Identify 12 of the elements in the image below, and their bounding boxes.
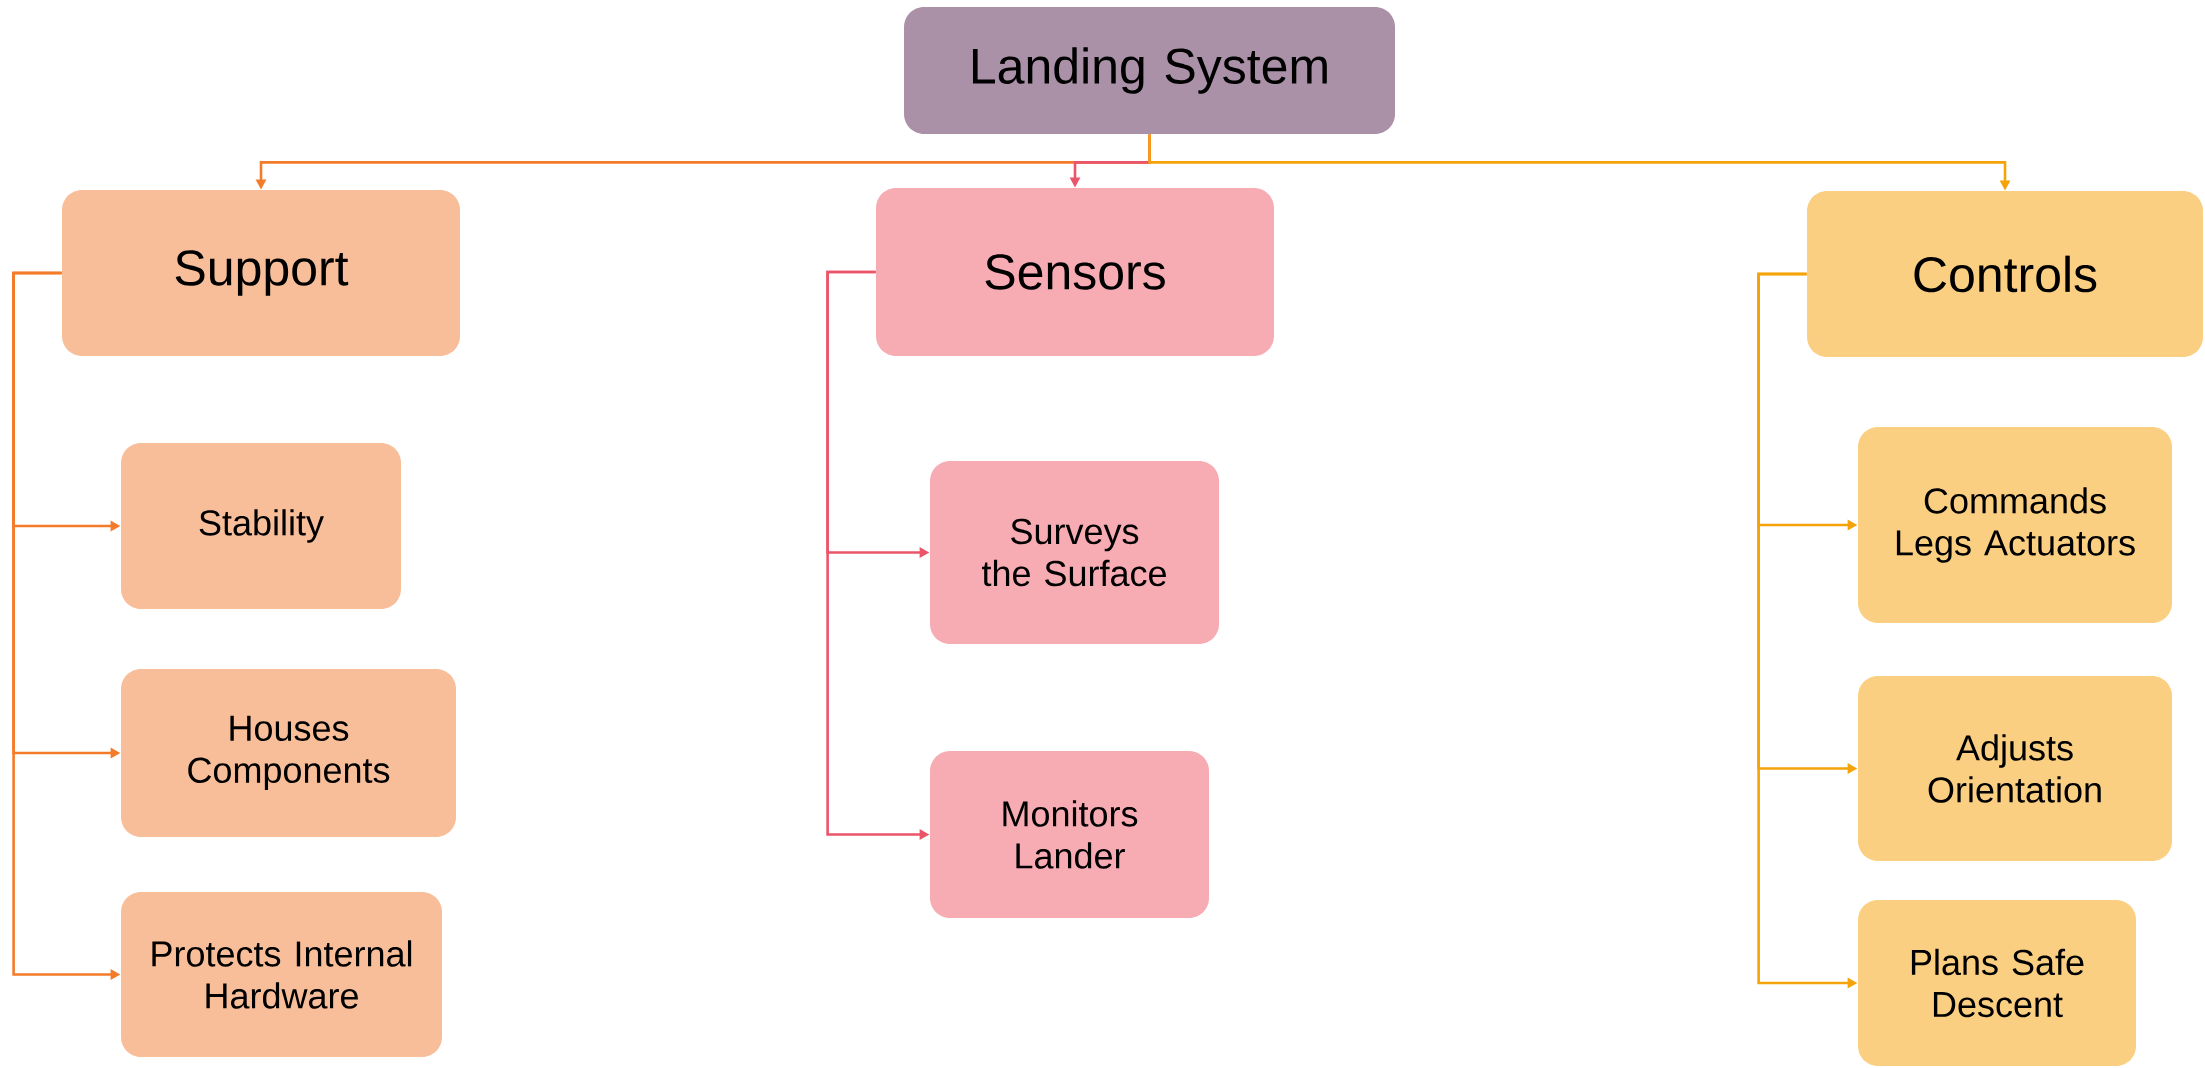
item-box: Adjusts Orientation (1858, 676, 2172, 861)
root-box: Landing System (904, 7, 1395, 134)
item-box: Surveys the Surface (930, 461, 1219, 644)
item-box: Monitors Lander (930, 751, 1209, 918)
item-box: Stability (121, 443, 401, 609)
item-box: Houses Components (121, 669, 456, 837)
category-box: Controls (1807, 191, 2203, 357)
item-box: Plans Safe Descent (1858, 900, 2136, 1066)
category-box: Sensors (876, 188, 1274, 356)
item-box: Protects Internal Hardware (121, 892, 442, 1057)
category-box: Support (62, 190, 460, 356)
item-box: Commands Legs Actuators (1858, 427, 2172, 623)
